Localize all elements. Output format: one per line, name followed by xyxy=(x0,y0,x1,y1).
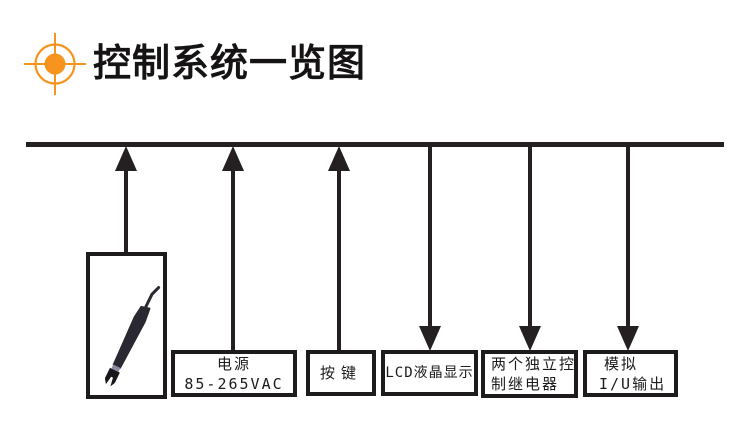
node-label: LCD液晶显示 xyxy=(385,365,474,381)
ph-electrode-probe-icon xyxy=(104,286,161,387)
arrow-down-icon xyxy=(519,326,541,351)
node-keys: 按键 xyxy=(306,350,376,396)
crosshair-target-icon xyxy=(24,33,86,95)
connector-power-line xyxy=(231,166,235,354)
node-power-supply: 电源 85-265VAC xyxy=(171,350,297,397)
connector-relay-line xyxy=(528,144,532,328)
node-label: 制继电器 xyxy=(491,375,560,393)
arrow-up-icon xyxy=(328,146,350,171)
node-sensor-probe xyxy=(86,252,167,399)
node-label: 电源 xyxy=(216,354,251,373)
node-label: 模拟 xyxy=(604,354,639,373)
connector-sensor-line xyxy=(124,166,128,256)
node-label: I/U输出 xyxy=(599,374,667,393)
connector-analog-line xyxy=(626,144,630,328)
node-analog-output: 模拟 I/U输出 xyxy=(583,350,678,397)
connector-lcd-line xyxy=(428,144,432,328)
node-label: 85-265VAC xyxy=(184,374,284,393)
arrow-up-icon xyxy=(115,146,137,171)
node-label: 按键 xyxy=(319,364,362,382)
system-bus-line xyxy=(26,142,724,147)
node-lcd-display: LCD液晶显示 xyxy=(381,350,478,396)
node-control-relays: 两个独立控 制继电器 xyxy=(481,350,578,398)
connector-keys-line xyxy=(337,166,341,354)
page-title: 控制系统一览图 xyxy=(93,41,367,85)
node-label: 两个独立控 xyxy=(491,355,577,373)
arrow-down-icon xyxy=(617,326,639,351)
arrow-up-icon xyxy=(222,146,244,171)
arrow-down-icon xyxy=(419,326,441,351)
